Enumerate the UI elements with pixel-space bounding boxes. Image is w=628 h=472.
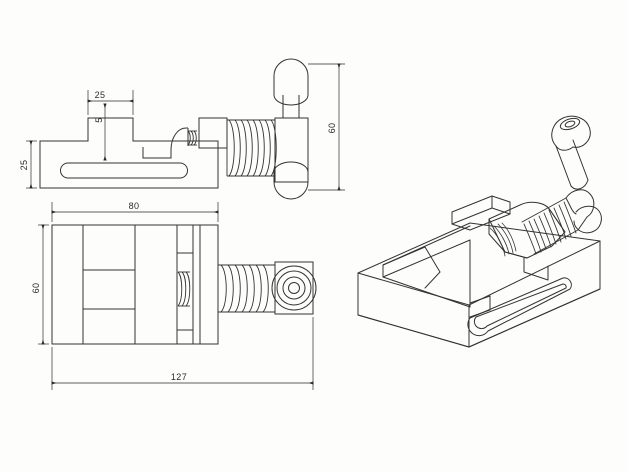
iso-saddle-front-face: [488, 218, 506, 253]
iso-base-top-right-edge: [468, 240, 601, 306]
iso-lead-screw: [521, 197, 579, 255]
iso-riser-bottom-edge: [451, 207, 493, 225]
dim-label-60-depth: 60: [31, 283, 41, 294]
iso-vgroove-line-2: [424, 271, 441, 289]
iso-knob-socket-inner: [564, 120, 576, 128]
plan-thread-stub: [177, 271, 191, 307]
handle-lower-fillet: [273, 161, 309, 182]
iso-handle-ball-knob: [551, 115, 591, 148]
handle-lower-knob: [273, 181, 309, 200]
plan-handle-circle-4: [288, 282, 300, 294]
iso-saddle-thread-arcs: [489, 222, 517, 257]
dim-label-25-body-height: 25: [19, 160, 29, 171]
dimension-group-front: [26, 63, 345, 191]
iso-jaw-saddle: [488, 201, 566, 259]
iso-screw-top-line: [521, 197, 567, 223]
iso-vgroove-line-1: [424, 246, 441, 273]
iso-vgroove-edge: [382, 246, 426, 266]
iso-handle-shaft-base-arc: [570, 179, 589, 190]
iso-collar-blend: [565, 197, 577, 215]
dim-label-80-width: 80: [129, 201, 140, 211]
moving-jaw-ramp: [170, 127, 188, 151]
dim-label-5-height: 5: [94, 117, 104, 122]
iso-base-slot-inner: [473, 283, 567, 330]
iso-handle-ball-lower: [573, 205, 602, 234]
plan-handle-circle-2: [276, 270, 312, 306]
plan-handle-circle-3: [282, 276, 306, 300]
plan-handle-circle-1: [271, 265, 317, 311]
handle-hub-block: [274, 117, 309, 183]
iso-step-bottom: [469, 309, 491, 318]
base-tee-slot: [60, 162, 188, 179]
iso-base-slot-outer: [467, 277, 572, 337]
dimension-group-plan: [38, 202, 314, 390]
handle-upper-knob: [273, 58, 309, 95]
thread-stub-front: [187, 130, 197, 146]
iso-handle-shaft-right: [572, 139, 589, 181]
iso-knob-lower-arc: [555, 145, 574, 151]
lead-screw-thread-front: [226, 119, 277, 177]
dim-label-127-overall: 127: [171, 372, 187, 382]
iso-ledge-notch: [523, 257, 549, 281]
iso-handle-collar-upper: [565, 189, 595, 231]
iso-knob-socket-outer: [559, 117, 581, 131]
plan-handle-hub: [274, 261, 314, 315]
view-isometric: [357, 115, 602, 348]
view-top-plan: [51, 224, 317, 345]
handle-upper-fillet: [273, 94, 309, 106]
dim-label-60-handle: 60: [327, 123, 337, 134]
iso-recess-floor-edge: [382, 239, 471, 278]
dim-label-25-width: 25: [95, 90, 106, 100]
iso-base-right-face: [468, 240, 601, 348]
iso-handle-shaft-left: [555, 145, 572, 187]
iso-step-top: [469, 295, 491, 304]
view-front-elevation: [39, 58, 309, 200]
